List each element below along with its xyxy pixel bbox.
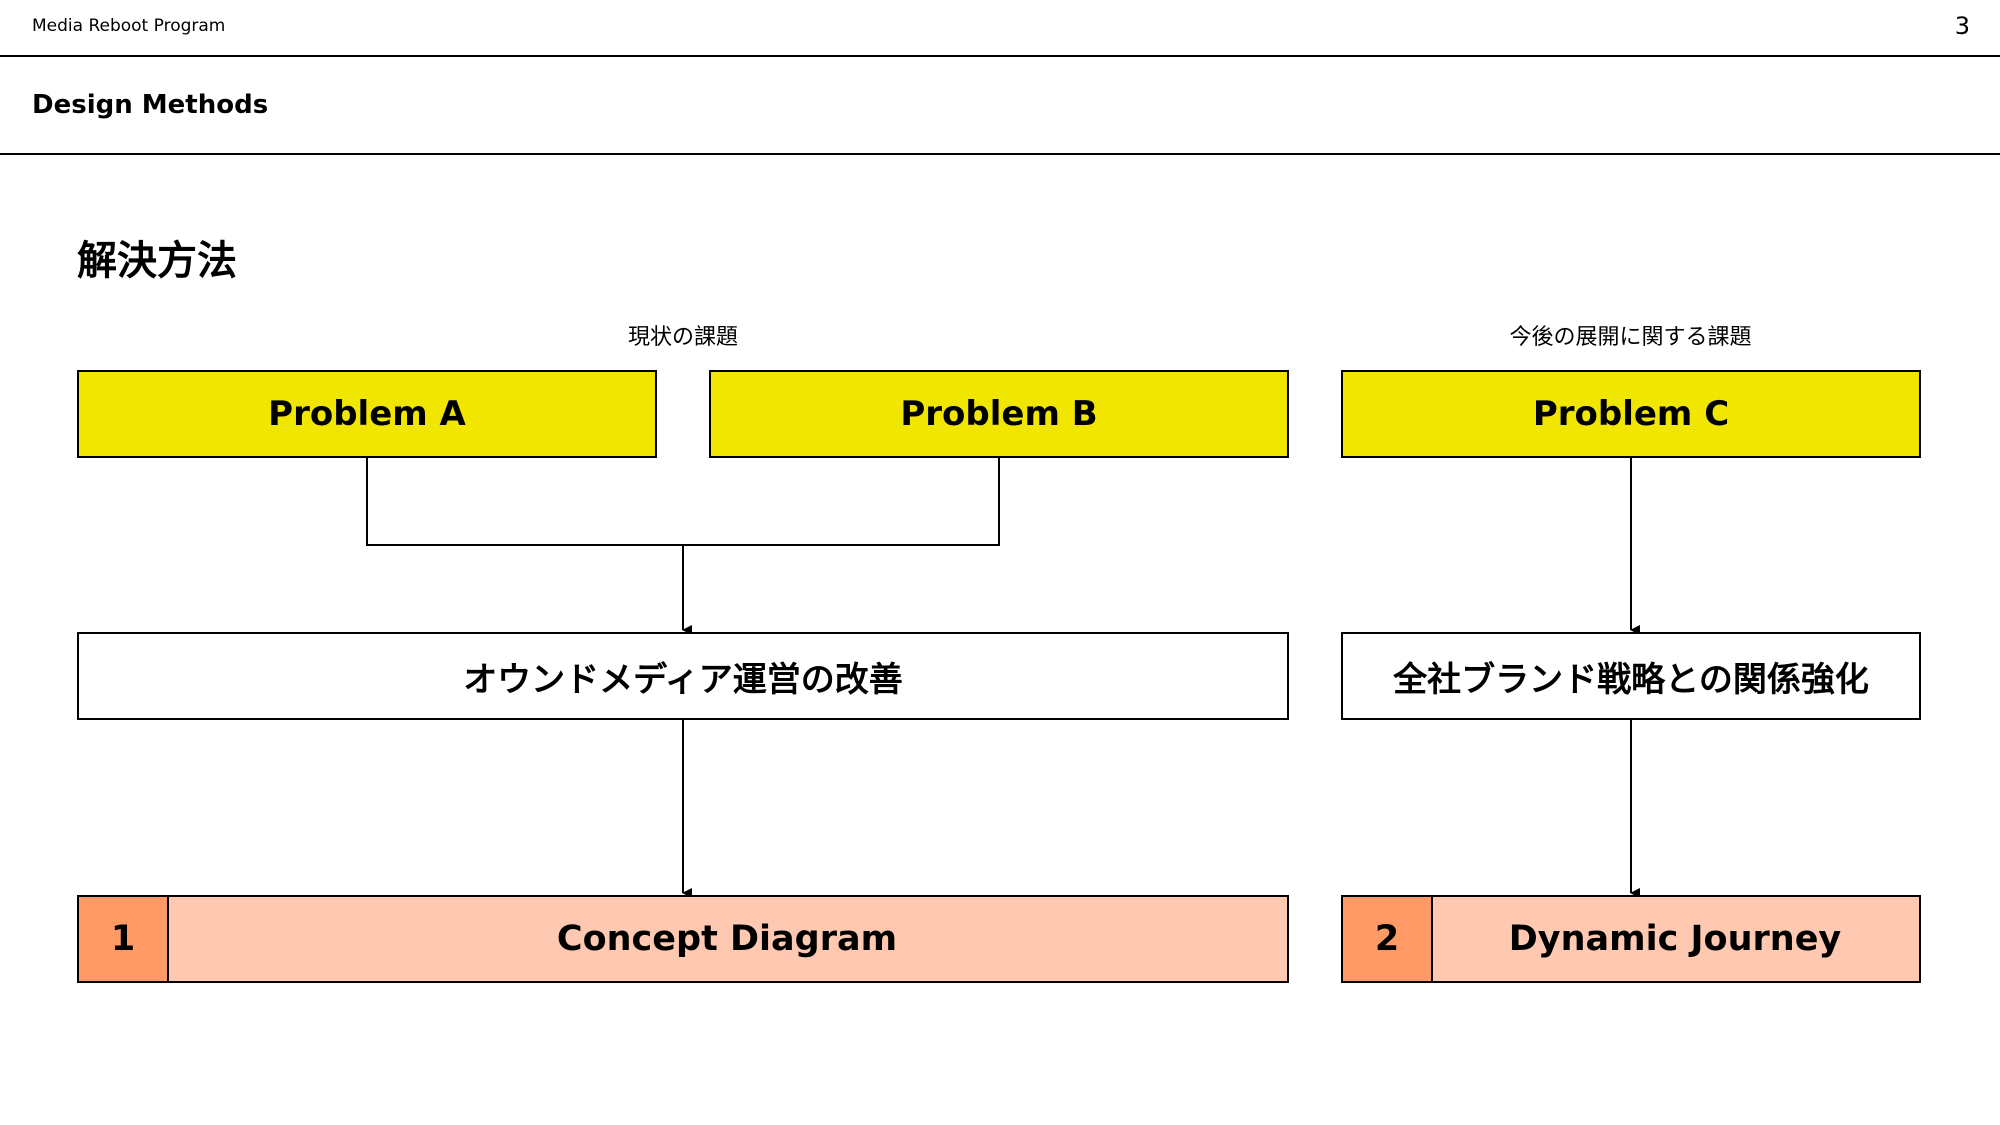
brand-strategy-box: 全社ブランド戦略との関係強化 <box>1341 632 1921 720</box>
dynamic-journey-box: 2 Dynamic Journey <box>1341 895 1921 983</box>
connector-problems-merge <box>366 458 1000 546</box>
group-label-current: 現状の課題 <box>627 325 738 350</box>
dynamic-journey-label: Dynamic Journey <box>1508 919 1842 959</box>
page-heading: 解決方法 <box>77 238 237 284</box>
owned-media-box: オウンドメディア運営の改善 <box>77 632 1289 720</box>
concept-diagram-box: 1 Concept Diagram <box>77 895 1289 983</box>
concept-diagram-label: Concept Diagram <box>556 919 898 959</box>
problem-b-box: Problem B <box>709 370 1289 458</box>
program-name: Media Reboot Program <box>32 16 226 36</box>
section-divider <box>0 153 2000 155</box>
page-number: 3 <box>1954 12 1970 40</box>
problem-c-box: Problem C <box>1341 370 1921 458</box>
brand-strategy-label: 全社ブランド戦略との関係強化 <box>1393 659 1869 700</box>
section-title: Design Methods <box>32 90 269 120</box>
problem-a-box: Problem A <box>77 370 657 458</box>
owned-media-label: オウンドメディア運営の改善 <box>463 659 903 700</box>
problem-b-label: Problem B <box>900 394 1098 434</box>
problem-a-label: Problem A <box>268 394 466 434</box>
group-label-future: 今後の展開に関する課題 <box>1509 325 1752 350</box>
problem-c-label: Problem C <box>1532 394 1730 434</box>
header-divider <box>0 55 2000 57</box>
method-number-1: 1 <box>79 897 169 981</box>
method-number-2: 2 <box>1343 897 1433 981</box>
